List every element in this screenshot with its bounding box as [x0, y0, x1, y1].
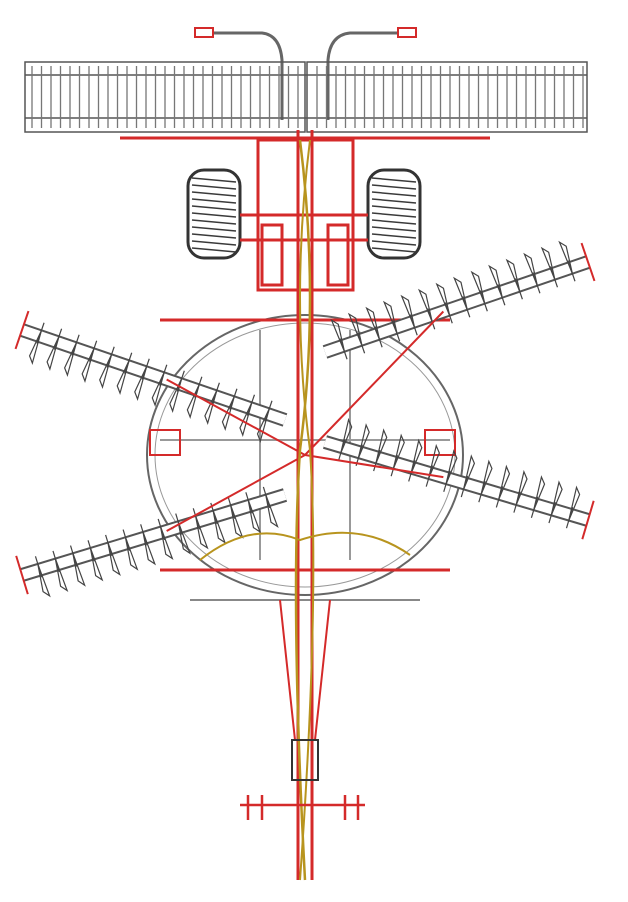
disc-gang-3 — [304, 240, 596, 456]
main-frame — [146, 314, 464, 601]
disc-gang-4 — [304, 417, 595, 540]
rear-harrow — [24, 61, 588, 140]
wheels — [186, 168, 422, 260]
drawbar — [199, 130, 411, 881]
chassis — [240, 138, 368, 292]
hitch — [240, 795, 365, 820]
disc-gang-2 — [15, 454, 306, 598]
disc-gangs — [14, 240, 596, 598]
disc-gang-1 — [14, 310, 306, 456]
light-posts — [194, 27, 417, 120]
